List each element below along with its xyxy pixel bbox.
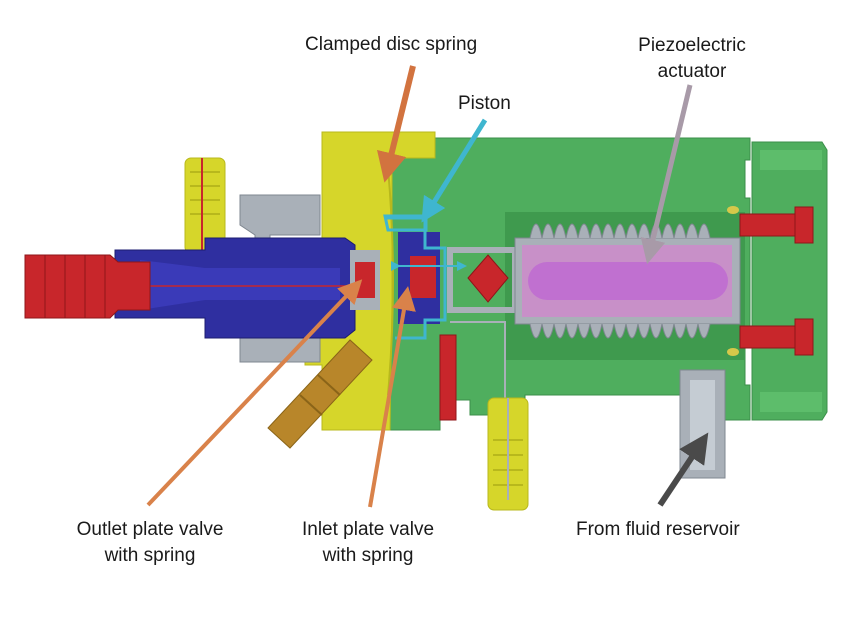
pointer-arrows: [146, 65, 709, 508]
outlet-valve-label-line2: with spring: [104, 545, 196, 566]
outlet-valve-label-line1: Outlet plate valve: [76, 519, 224, 540]
reservoir-label: From fluid reservoir: [576, 519, 740, 540]
piezo-arrow: [640, 84, 693, 265]
lower-red-pin: [439, 321, 506, 421]
bronze-fitting: [267, 339, 373, 449]
outlet-valve-arrow: [146, 279, 363, 507]
clamped-disc-spring-label: Clamped disc spring: [305, 34, 478, 55]
inlet-valve-label-line2: with spring: [322, 545, 414, 566]
piezo-label-line1: Piezoelectric: [638, 35, 746, 56]
piston-arrow: [421, 118, 488, 223]
piston-label: Piston: [458, 93, 511, 114]
piezo-label-line2: actuator: [657, 61, 727, 82]
inlet-valve-label-line1: Inlet plate valve: [301, 519, 435, 540]
blue-outlet-body: [114, 237, 360, 339]
clamped-disc-spring-arrow: [377, 65, 416, 183]
bottom-yellow-fitting: [487, 397, 529, 511]
reservoir-arrow: [657, 432, 709, 507]
valve-region: [350, 214, 518, 340]
piezo-actuator: [514, 223, 741, 339]
right-screws: [727, 206, 814, 356]
inlet-valve-arrow: [368, 286, 416, 508]
red-connector: [24, 254, 151, 319]
